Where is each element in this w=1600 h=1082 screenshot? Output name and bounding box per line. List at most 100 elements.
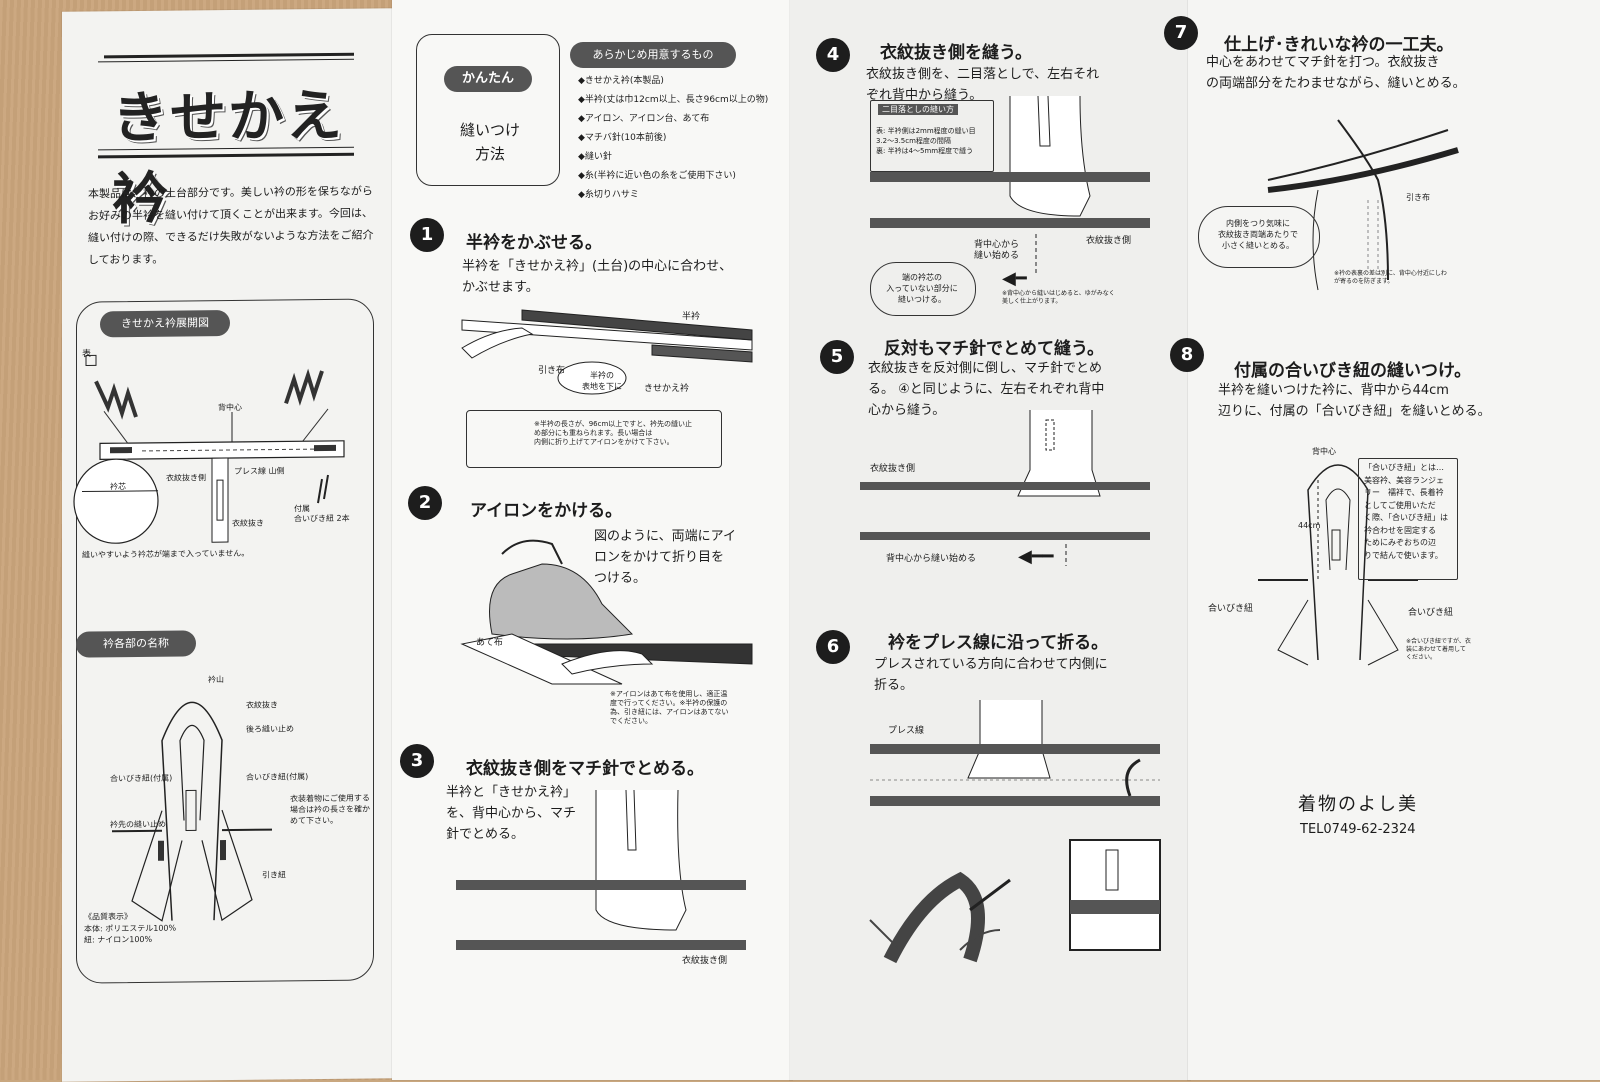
prep-list: ◆きせかえ衿(本製品) ◆半衿(丈は巾12cm以上、長さ96cm以上の物) ◆ア… xyxy=(578,72,788,205)
step-8-title: 付属の合いびき紐の縫いつけ。 xyxy=(1234,361,1472,381)
howto-line: 表: 半衿側は2mm程度の縫い目 xyxy=(876,127,976,135)
step-8-body: 半衿を縫いつけた衿に、背中から44cm 辺りに、付属の「合いびき紐」を縫いとめる… xyxy=(1218,380,1491,422)
step-7-hiki-label: 引き布 xyxy=(1406,193,1430,202)
title-rule-top-thin xyxy=(98,58,354,63)
step-line: ロンをかけて折り目を xyxy=(594,550,725,565)
step-line: ぞれ背中から縫う。 xyxy=(866,88,983,103)
howto-line: 3.2〜3.5cm程度の間隔 xyxy=(876,137,951,145)
step-8-info-text: 「合いびき紐」とは… 美容衿、美容ランジェ リー 襦袢で、長着衿 としてご使用い… xyxy=(1364,462,1448,562)
step-4-illustration xyxy=(870,95,1150,276)
step-line: 半衿と「きせかえ衿」 xyxy=(446,785,577,800)
step-1-number: 1 xyxy=(410,218,444,252)
step-8-right-label: 合いびき紐 xyxy=(1408,608,1454,618)
expanded-collar-diagram xyxy=(73,354,345,544)
step-4-emon-label: 衣紋抜き側 xyxy=(1086,236,1132,246)
step-5-title: 反対もマチ針でとめて縫う。 xyxy=(884,339,1104,359)
step-2-title: アイロンをかける。 xyxy=(470,501,623,521)
note-line: め部分にも重ねられます。長い場合は xyxy=(534,429,653,437)
parts-diagram-label: 衿各部の名称 xyxy=(76,630,196,658)
step-8-number: 8 xyxy=(1170,338,1204,372)
step-line: る。 ④と同じように、左右それぞれ背中 xyxy=(868,382,1105,397)
step-5-illustration xyxy=(860,410,1150,566)
step-4-bubble xyxy=(870,262,976,316)
step-1-body: 半衿を「きせかえ衿」(土台)の中心に合わせ、 かぶせます。 xyxy=(462,256,732,298)
step-line: 衣紋抜き側を、二目落としで、左右それ xyxy=(866,67,1100,82)
step-line: 半衿を縫いつけた衿に、背中から44cm xyxy=(1218,383,1449,398)
bubble-line: 表地を下に xyxy=(582,382,622,391)
note-line: 度で行ってください。※半衿の保護の xyxy=(610,699,728,707)
note-line: ※背中心から縫いはじめると、ゆがみなく xyxy=(1002,290,1115,297)
panel-4: 7 仕上げ･きれいな衿の一工夫。 中心をあわせてマチ針を打つ。衣紋抜き の両端部… xyxy=(1164,0,1600,1080)
shop-tel: TEL0749-62-2324 xyxy=(1300,822,1416,837)
senaka-label: 背中心 xyxy=(218,402,242,413)
step-6-title: 衿をプレス線に沿って折る。 xyxy=(888,633,1109,653)
step-6-number: 6 xyxy=(816,630,850,664)
senaka-line: 背中心から xyxy=(974,240,1020,250)
step-1-hiki-label: 引き布 xyxy=(538,366,566,376)
note-line: でください。 xyxy=(610,717,652,725)
step-line: 針でとめる。 xyxy=(446,827,525,842)
intro-line: しております。 xyxy=(88,252,164,267)
note-line: ※半衿の長さが、96cm以上ですと、衿先の縫い止 xyxy=(534,420,693,428)
step-8-note: ※合いびき紐ですが、衣 装にあわせて着用して ください。 xyxy=(1406,638,1471,662)
step-2-body: 図のように、両端にアイ ロンをかけて折り目を つける。 xyxy=(594,526,736,589)
step-4-body: 衣紋抜き側を、二目落としで、左右それ ぞれ背中から縫う。 xyxy=(866,64,1099,106)
prep-item: ◆きせかえ衿(本製品) xyxy=(578,76,664,86)
note-line: ※合いびき紐ですが、衣 xyxy=(1406,638,1471,645)
method-title: 縫いつけ 方法 xyxy=(450,118,530,166)
intro-line: 本製品は、衿の土台部分です。美しい衿の形を保ちながら xyxy=(88,184,373,201)
step-3-body: 半衿と「きせかえ衿」 を、背中心から、マチ 針でとめる。 xyxy=(446,782,576,845)
step-4-howto-text: 表: 半衿側は2mm程度の縫い目 3.2〜3.5cm程度の間隔 裏: 半衿は4〜… xyxy=(876,126,976,156)
step-5-arrow-icon: ◀━━ xyxy=(1018,546,1054,567)
aibiki-label: 合いびき紐 2本 xyxy=(294,513,350,524)
eri-tsuke-label: 衿先の縫い止め xyxy=(110,819,166,830)
note-line: 美しく仕上がります。 xyxy=(1002,298,1062,305)
step-line: 中心をあわせてマチ針を打つ。衣紋抜き xyxy=(1206,55,1440,70)
bubble-line: 内側をつり気味に xyxy=(1226,219,1290,228)
step-6-folded-illustration xyxy=(869,839,1161,964)
step-line: を、背中心から、マチ xyxy=(446,806,577,821)
bubble-line: 小さく縫いとめる。 xyxy=(1222,241,1294,250)
info-line: としてご使用いただ xyxy=(1364,500,1436,510)
step-line: プレスされている方向に合わせて内側に xyxy=(874,657,1108,672)
step-4-howto-title: 二目落としの縫い方 xyxy=(878,104,958,115)
shop-name: 着物のよし美 xyxy=(1298,794,1418,815)
senaka-line: 縫い始める xyxy=(974,251,1020,261)
step-4-arrow-icon: ◀━ xyxy=(1002,268,1027,289)
step-7-number: 7 xyxy=(1164,16,1198,50)
emonnuki-side-label: 衣紋抜き側 xyxy=(166,473,206,483)
step-6-press-label: プレス線 xyxy=(888,726,925,736)
info-line: 美容衿、美容ランジェ xyxy=(1364,475,1444,485)
step-3-title: 衣紋抜き側をマチ針でとめる。 xyxy=(466,759,704,779)
step-4-howto-box xyxy=(870,100,994,172)
bubble-line: 半衿の xyxy=(590,371,614,380)
quality-title: 《品質表示》 xyxy=(84,912,132,922)
info-line: りで結んで使います。 xyxy=(1364,550,1443,560)
press-label: プレス線 山側 xyxy=(234,466,285,476)
step-line: 図のように、両端にアイ xyxy=(594,529,736,544)
step-1-han-label: 半衿 xyxy=(682,312,701,322)
expanded-diagram-label: きせかえ衿展開図 xyxy=(100,310,230,338)
info-line: 衿合わせを固定する xyxy=(1364,525,1436,535)
emonnuki-label-2: 衣紋抜き xyxy=(246,700,278,710)
hikihimo-label: 引き紐 xyxy=(262,870,286,880)
step-1-note-box xyxy=(466,410,722,468)
step-8-illustration xyxy=(1258,464,1418,666)
step-4-title: 衣紋抜き側を縫う。 xyxy=(880,43,1032,63)
bubble-line: 縫いつける。 xyxy=(898,295,946,304)
step-3-label: 衣紋抜き側 xyxy=(682,956,728,966)
note-line: が寄るのを防ぎます。 xyxy=(1334,278,1394,285)
step-line: 半衿を「きせかえ衿」(土台)の中心に合わせ、 xyxy=(462,259,733,274)
prep-item: ◆マチバ針(10本前後) xyxy=(578,133,667,143)
method-line: 縫いつけ xyxy=(459,121,520,139)
step-1-bubble: 半衿の 表地を下に xyxy=(572,370,632,392)
step-line: 辺りに、付属の「合いびき紐」を縫いとめる。 xyxy=(1218,404,1491,419)
parts-note: 衣装着物にご使用する場合は衿の長さを確かめて下さい。 xyxy=(290,793,370,826)
collar-parts-diagram xyxy=(112,701,272,922)
note-line: ※衿の表裏の差は別に、背中心付近にしわ xyxy=(1334,270,1447,277)
step-7-bubble xyxy=(1198,206,1320,268)
eri-label: 衿芯 xyxy=(110,482,126,492)
info-line: ためにみぞおちの辺 xyxy=(1364,538,1436,547)
title-rule-top xyxy=(104,52,354,59)
step-1-title: 半衿をかぶせる。 xyxy=(466,233,602,253)
